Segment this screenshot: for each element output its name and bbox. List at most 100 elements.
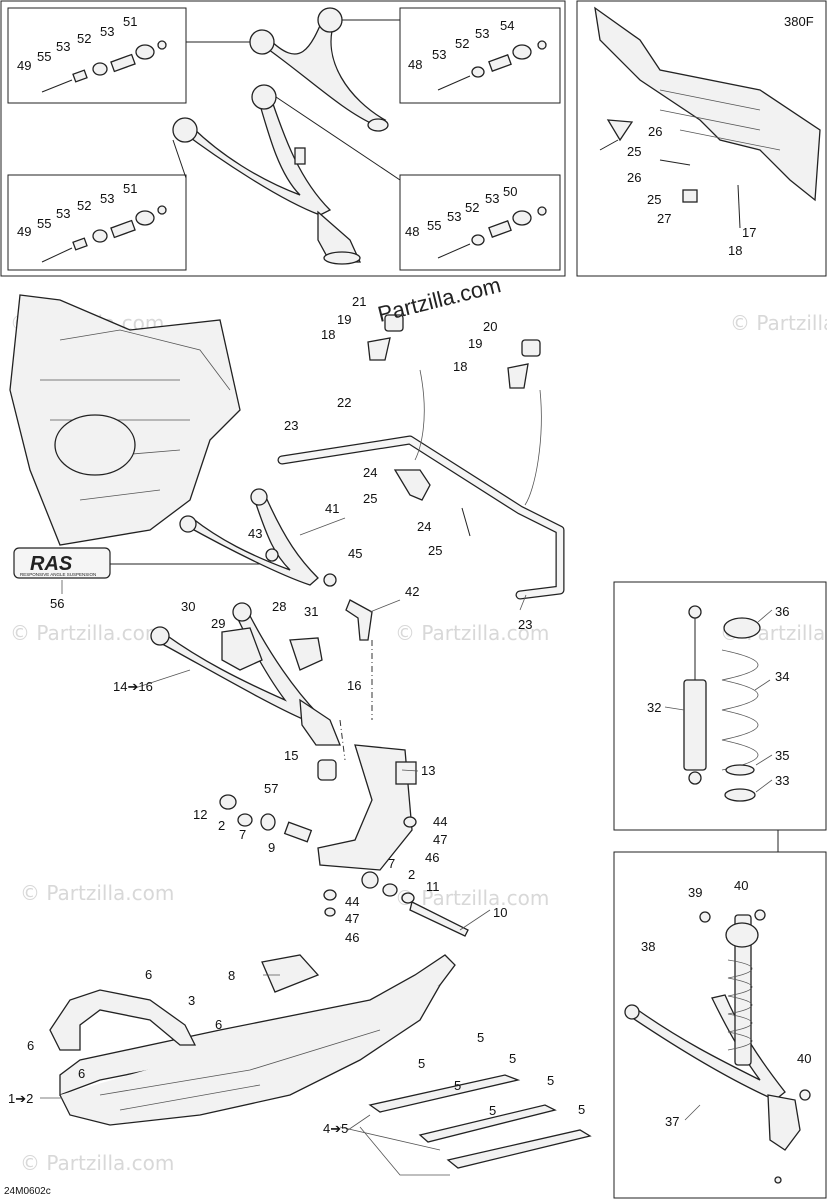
callout-39: 39: [688, 885, 702, 900]
callout-28: 28: [272, 599, 286, 614]
bushing-hardware-1: [41, 40, 167, 93]
callout-25: 25: [363, 491, 377, 506]
callout-20: 20: [483, 319, 497, 334]
callout-53: 53: [56, 206, 70, 221]
callout-5: 5: [489, 1103, 496, 1118]
callout-49: 49: [17, 58, 31, 73]
callout-6: 6: [145, 967, 152, 982]
top-right-frame: [576, 0, 827, 277]
bushing-hardware-3: [41, 205, 167, 263]
callout-2: 2: [218, 818, 225, 833]
watermark-faint-4: © Partzilla.com: [395, 621, 549, 645]
callout-6: 6: [27, 1038, 34, 1053]
frame-380f-area: 380F: [576, 0, 827, 277]
callout-13: 13: [421, 763, 435, 778]
callout-5: 5: [547, 1073, 554, 1088]
callout-40: 40: [797, 1051, 811, 1066]
callout-3: 3: [188, 993, 195, 1008]
callout-47: 47: [433, 832, 447, 847]
callout-44: 44: [433, 814, 447, 829]
callout-18: 18: [728, 243, 742, 258]
watermark-faint-6: © Partzilla.com: [20, 881, 174, 905]
lower-a-arm: [150, 602, 341, 746]
callout-31: 31: [304, 604, 318, 619]
callout-54: 54: [500, 18, 514, 33]
callout-34: 34: [775, 669, 789, 684]
model-label: 380F: [784, 14, 814, 29]
callout-42: 42: [405, 584, 419, 599]
watermark-faint-2: © Partzilla.com: [730, 311, 827, 335]
shock-assembly-area: [613, 830, 827, 1199]
callout-52: 52: [77, 198, 91, 213]
callout-17: 17: [742, 225, 756, 240]
diagram-code: 24M0602c: [4, 1186, 51, 1197]
callout-25: 25: [627, 144, 641, 159]
callout-53: 53: [100, 24, 114, 39]
callout-47: 47: [345, 911, 359, 926]
callout-10: 10: [493, 905, 507, 920]
shock-detail-area: [613, 581, 827, 831]
callout-53: 53: [56, 39, 70, 54]
callout-21: 21: [352, 294, 366, 309]
callout-44: 44: [345, 894, 359, 909]
bushing-hardware-2: [437, 40, 547, 91]
callout-30: 30: [181, 599, 195, 614]
callout-labels: 51 53 52 53 55 49 54 53 52 53 48 51 53 5…: [8, 14, 811, 1136]
callout-1-2: 1➔2: [8, 1091, 33, 1106]
chassis-frame: [9, 294, 241, 546]
callout-57: 57: [264, 781, 278, 796]
callout-25: 25: [428, 543, 442, 558]
callout-26: 26: [648, 124, 662, 139]
callout-32: 32: [647, 700, 661, 715]
shock-assembly-box: [613, 851, 827, 1199]
callout-41: 41: [325, 501, 339, 516]
callout-19: 19: [337, 312, 351, 327]
watermark-faint-3: © Partzilla.com: [10, 621, 164, 645]
callout-53: 53: [485, 191, 499, 206]
callout-18: 18: [321, 327, 335, 342]
callout-19: 19: [468, 336, 482, 351]
callout-18: 18: [453, 359, 467, 374]
callout-51: 51: [123, 14, 137, 29]
upper-a-arm: [179, 488, 373, 641]
callout-55: 55: [37, 216, 51, 231]
callout-15: 15: [284, 748, 298, 763]
callout-48: 48: [408, 57, 422, 72]
callout-22: 22: [337, 395, 351, 410]
top-left-frame: [0, 0, 566, 277]
callout-46: 46: [425, 850, 439, 865]
callout-38: 38: [641, 939, 655, 954]
bushing-box-1: [7, 7, 187, 104]
a-arm-detail-area: [0, 0, 566, 277]
callout-5: 5: [509, 1051, 516, 1066]
callout-24: 24: [417, 519, 431, 534]
callout-50: 50: [503, 184, 517, 199]
callout-52: 52: [465, 200, 479, 215]
bushing-hardware-4: [437, 206, 547, 259]
callout-33: 33: [775, 773, 789, 788]
callout-23: 23: [284, 418, 298, 433]
callout-27: 27: [657, 211, 671, 226]
callout-5: 5: [418, 1056, 425, 1071]
ski: [49, 954, 456, 1126]
callout-35: 35: [775, 748, 789, 763]
callout-53: 53: [475, 26, 489, 41]
callout-45: 45: [348, 546, 362, 561]
callout-56: 56: [50, 596, 64, 611]
callout-55: 55: [427, 218, 441, 233]
callout-49: 49: [17, 224, 31, 239]
callout-6: 6: [78, 1066, 85, 1081]
callout-14-16: 14➔16: [113, 679, 153, 694]
callout-7: 7: [239, 827, 246, 842]
sway-bar: [277, 314, 565, 600]
callout-37: 37: [665, 1114, 679, 1129]
callout-2: 2: [408, 867, 415, 882]
callout-52: 52: [77, 31, 91, 46]
callout-48: 48: [405, 224, 419, 239]
callout-26: 26: [627, 170, 641, 185]
callout-36: 36: [775, 604, 789, 619]
callout-53: 53: [100, 191, 114, 206]
ras-logo-subtext: RESPONSIVE ANGLE SUSPENSION: [20, 572, 96, 577]
bushing-box-3: [7, 174, 187, 271]
